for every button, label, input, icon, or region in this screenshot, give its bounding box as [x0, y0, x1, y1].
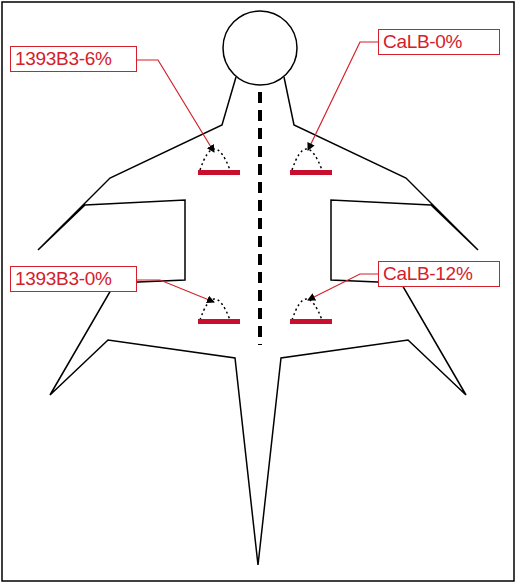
implant-bar	[290, 170, 332, 175]
leader-line	[308, 274, 378, 300]
head-circle	[223, 11, 297, 85]
label-box: 1393B3-0%	[10, 266, 137, 292]
implant-bar	[290, 319, 332, 324]
sample-label: CaLB-12%	[383, 263, 472, 285]
sample-label: CaLB-0%	[383, 31, 462, 53]
label-box: 1393B3-6%	[10, 46, 137, 72]
swelling-arc	[200, 149, 230, 170]
leader-line	[137, 60, 214, 152]
swelling-arc	[292, 299, 322, 320]
sample-label: 1393B3-6%	[15, 48, 112, 70]
leader-line	[308, 42, 378, 150]
body-outline	[38, 77, 478, 565]
sample-label: 1393B3-0%	[15, 268, 112, 290]
leader-line	[137, 280, 214, 302]
label-box: CaLB-12%	[378, 261, 500, 287]
swelling-arc	[292, 149, 322, 170]
implant-bar	[198, 170, 240, 175]
swelling-arc	[200, 299, 230, 320]
label-box: CaLB-0%	[378, 29, 500, 55]
spine-dashes	[258, 92, 262, 345]
implant-bar	[198, 319, 240, 324]
